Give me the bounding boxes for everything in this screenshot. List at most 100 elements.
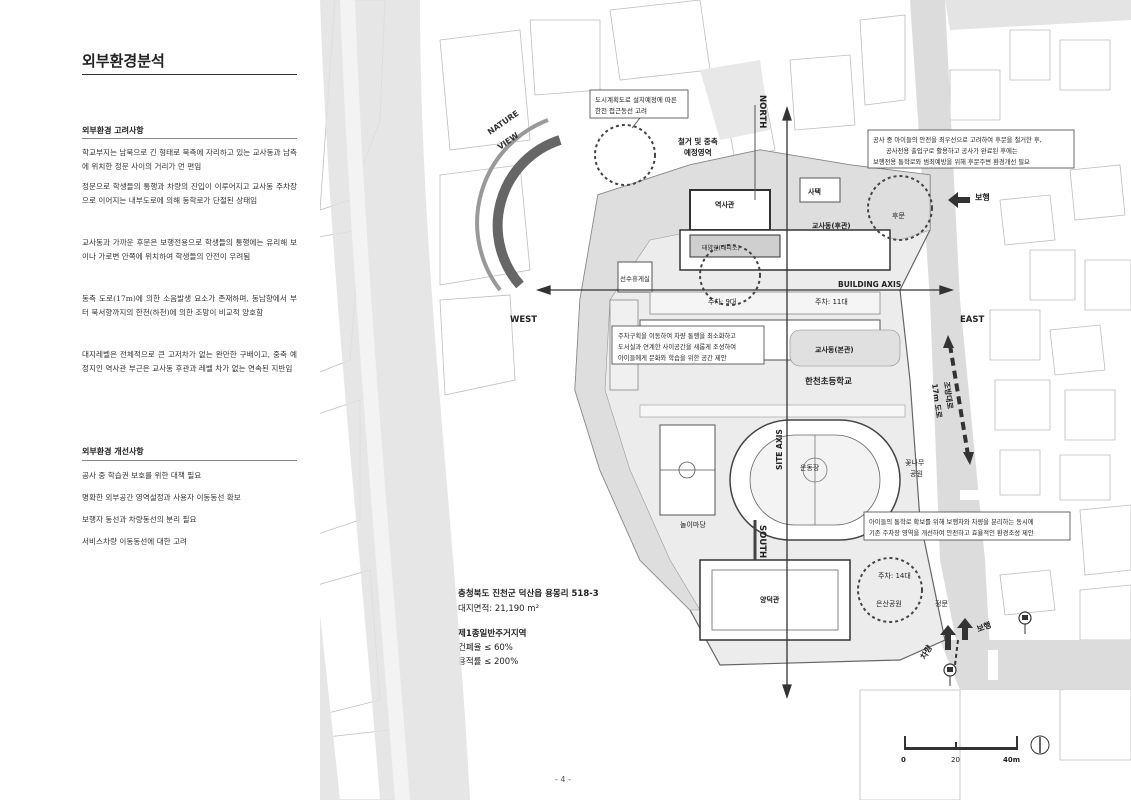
scale-forty: 40m [1003,756,1020,764]
svg-text:교사동(후관): 교사동(후관) [812,221,851,230]
consideration-paragraph: 학교부지는 남북으로 긴 형태로 북측에 자리하고 있는 교사동과 남측에 위치… [82,148,297,171]
svg-text:도시계획도로 설치예정에 따른: 도시계획도로 설치예정에 따른 [595,95,677,104]
axis-building: BUILDING AXIS [838,280,901,289]
improvement-item: 공사 중 학습권 보호를 위한 대책 필요 [82,471,202,480]
svg-text:주차: 9대: 주차: 9대 [708,297,736,306]
callout-south-1: 아이들의 통학로 확보를 위해 보행자와 차량을 분리하는 동시에 [869,517,1034,526]
improvements-divider [82,460,297,461]
access-arrows [940,192,973,666]
svg-text:아이들에게 문화와 학습을 위한 공간 제안: 아이들에게 문화와 학습을 위한 공간 제안 [618,353,727,362]
bus-stop-icon [1018,611,1032,634]
parking-north-lot [649,291,881,315]
noise-arrow-bottom [963,452,974,465]
callout-east-3: 보행전용 통학로와 범죄예방을 위해 후문주변 환경개선 필요 [873,157,1030,166]
svg-text:제1종일반주거지역: 제1종일반주거지역 [458,628,526,639]
label-rear-school: 교사동(후관) [812,221,851,230]
callout-center-1: 주차구획을 이동하여 차량 통행을 최소화하고 [618,331,736,340]
svg-text:선수휴게실: 선수휴게실 [620,274,650,283]
site-address: 충청북도 진천군 덕산읍 용몽리 518-3 [458,588,599,599]
site-coverage: 건폐율 ≤ 60% [458,642,513,653]
nature-view-arc [492,135,562,289]
noise-arrow-top [943,335,954,348]
svg-text:보행: 보행 [975,619,992,633]
axis-lines [535,105,955,700]
svg-text:SITE AXIS: SITE AXIS [775,429,784,470]
label-road-1: 조방대로 [942,381,956,410]
label-demolish-2: 예정영역 [684,147,712,157]
label-gym: 양덕관 [760,595,780,604]
garden-east [789,329,901,367]
axis-north: NORTH [757,95,767,128]
left-panel: 외부환경분석 외부환경 고려사항 학교부지는 남북으로 긴 형태로 북측에 자리… [0,0,320,800]
title-divider [82,74,297,75]
site-zone: 제1종일반주거지역 [458,628,526,639]
svg-text:조방대로: 조방대로 [942,381,956,410]
label-parking-south: 주차: 14대 [878,571,911,580]
callout-east-2: 공사전용 출입구로 활용하고 공사가 완료된 후에는 [886,146,1018,155]
label-history-hall: 역사관 [715,200,735,209]
svg-text:교사동(본관): 교사동(본관) [815,345,854,354]
site-area: 대지면적: 21,190 m² [458,603,539,614]
svg-text:충청북도 진천군 덕산읍 용몽리 518-3: 충청북도 진천군 덕산읍 용몽리 518-3 [458,588,599,599]
consideration-paragraph: 정문으로 학생들의 통행과 차량의 진입이 이루어지고 교사동 주차장으로 이어… [82,182,297,205]
svg-text:20: 20 [951,756,960,764]
consideration-paragraph: 동측 도로(17m)에 의한 소음발생 요소가 존재하며, 동남향에서 부터 북… [82,294,297,317]
svg-text:양덕관: 양덕관 [760,595,780,604]
focus-circles [594,124,933,623]
field-circle [802,457,828,483]
label-back-gate: 후문 [892,212,905,220]
improvement-item: 명확한 외부공간 영역설정과 사용자 이동동선 확보 [82,493,241,502]
svg-text:정문: 정문 [935,599,948,608]
label-parking-north: 주차: 9대 [708,297,736,306]
svg-text:은산공원: 은산공원 [876,599,902,608]
svg-text:한천 접근동선 고려: 한천 접근동선 고려 [595,106,647,115]
consideration-paragraph: 대지레벨은 전체적으로 큰 고저차가 없는 완만한 구배이고, 중축 예정지인 … [82,350,297,373]
callout-north-1: 도시계획도로 설치예정에 따른 [595,95,677,104]
svg-text:철거 및 중축: 철거 및 중축 [678,136,718,146]
area-labels: 철거 및 중축 예정영역 역사관 사택 후문 교사동(후관) 태양관(대피소) … [620,136,948,608]
callout-east: 공사 중 아이들의 안전을 최우선으로 고려하여 후문을 철거한 후, 공사전용… [867,129,1075,169]
svg-text:기존 주차장 영역을 개선하여 안전하고 효율적인 환경조성: 기존 주차장 영역을 개선하여 안전하고 효율적인 환경조성 제안 [869,528,1034,537]
page-title: 외부환경분석 [82,52,165,70]
svg-text:주차: 11대: 주차: 11대 [815,297,848,306]
improvements-heading: 외부환경 개선사항 [82,446,144,456]
label-walk-south: 보행 [975,619,992,633]
building-gym-inner [711,569,839,631]
axis-west: WEST [510,315,537,325]
svg-text:역사관: 역사관 [715,200,735,209]
svg-text:도서실과 연계한 사이공간을 새롭게 조성하여: 도서실과 연계한 사이공간을 새롭게 조성하여 [618,342,736,351]
callout-center-2: 도서실과 연계한 사이공간을 새롭게 조성하여 [618,342,736,351]
considerations-divider [82,138,297,139]
svg-text:BUILDING AXIS: BUILDING AXIS [838,280,901,289]
label-play-yard: 놀이마당 [680,520,706,529]
label-solar: 태양관(대피소) [702,244,740,252]
considerations-heading: 외부환경 고려사항 [82,125,144,135]
svg-text:공사 중 아이들의 안전을 최우선으로 고려하여 후문을 철: 공사 중 아이들의 안전을 최우선으로 고려하여 후문을 철거한 후, [873,135,1042,144]
svg-text:40m: 40m [1003,756,1020,764]
consideration-paragraph: 교사동과 가까운 후문은 보행전용으로 학생들의 통행에는 유리해 보이나 가로… [82,238,297,261]
label-flower-1: 꽃나무 [905,458,925,467]
walkway-band [639,404,906,418]
svg-text:사택: 사택 [808,187,821,196]
court-circle [678,461,696,479]
building-dorm [799,177,841,203]
building-athlete [617,261,653,293]
svg-text:후문: 후문 [892,212,905,220]
label-playground: 운동장 [800,463,820,472]
svg-text:보행: 보행 [975,192,990,202]
label-school-name: 한천초등학교 [805,376,852,387]
crosswalks [960,490,998,680]
svg-text:아이들의 통학로 확보를 위해 보행자와 차량을 분리하는: 아이들의 통학로 확보를 위해 보행자와 차량을 분리하는 동시에 [869,517,1034,526]
callout-center-3: 아이들에게 문화와 학습을 위한 공간 제안 [618,353,727,362]
svg-text:0: 0 [901,756,906,764]
axis-site: SITE AXIS [775,429,784,470]
svg-text:공원: 공원 [910,469,923,478]
svg-text:주차구획을 이동하여 차량 통행을 최소화하고: 주차구획을 이동하여 차량 통행을 최소화하고 [618,331,736,340]
label-athlete: 선수휴게실 [620,274,650,283]
site-info: 충청북도 진천군 덕산읍 용몽리 518-3 대지면적: 21,190 m² 제… [458,588,599,667]
svg-text:건폐율 ≤ 60%: 건폐율 ≤ 60% [458,642,513,653]
svg-text:놀이마당: 놀이마당 [680,520,706,529]
svg-text:SOUTH: SOUTH [757,525,767,558]
callout-south: 아이들의 통학로 확보를 위해 보행자와 차량을 분리하는 동시에 기존 주차장… [863,511,1071,541]
